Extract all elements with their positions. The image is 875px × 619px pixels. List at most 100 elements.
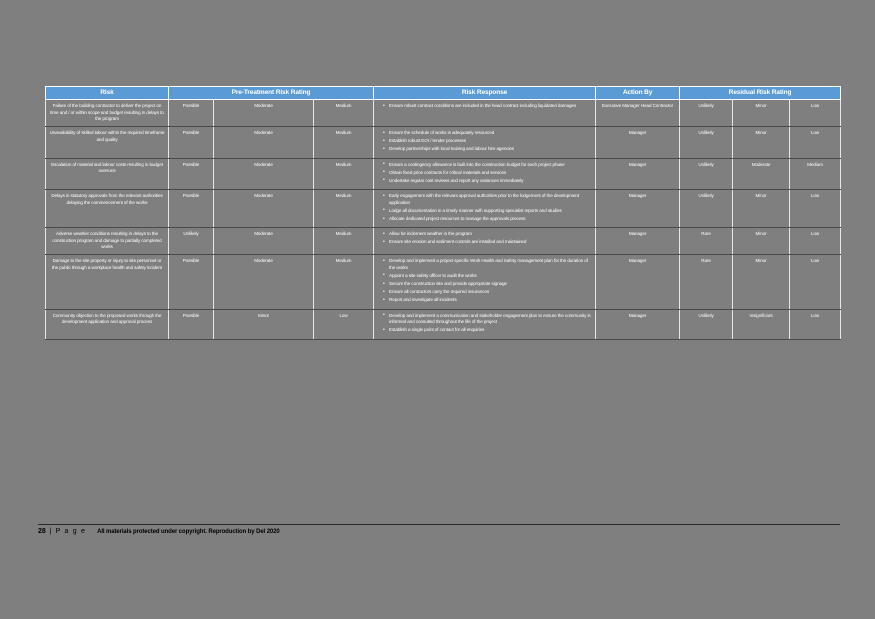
- risk-description-cell: Adverse weather conditions resulting in …: [45, 227, 169, 256]
- pre-rating-cell: Medium: [312, 189, 375, 229]
- pre-consequence-cell: Moderate: [213, 189, 314, 229]
- pre-likelihood-cell: Possible: [168, 308, 214, 340]
- page-footer: 28 | P a g e All materials protected und…: [38, 524, 840, 546]
- residual-likelihood-cell: Unlikely: [679, 308, 734, 340]
- footer-copyright-notice: All materials protected under copyright.…: [97, 529, 280, 535]
- risk-description-cell: Escalation of material and labour costs …: [45, 157, 169, 191]
- risk-response-list: Early engagement with the relevant appro…: [377, 193, 592, 223]
- pre-consequence-cell: Moderate: [213, 99, 314, 128]
- risk-response-item: Establish a single point of contact for …: [383, 327, 592, 334]
- table-row: Adverse weather conditions resulting in …: [45, 227, 842, 256]
- risk-response-cell: Ensure robust contract conditions are in…: [373, 99, 597, 128]
- risk-register-table-container: Risk Pre-Treatment Risk Rating Risk Resp…: [45, 85, 842, 340]
- footer-content: 28 | P a g e All materials protected und…: [38, 528, 280, 535]
- pre-likelihood-cell: Possible: [168, 99, 214, 128]
- risk-response-item: Establish robust EOI / tender processes: [383, 138, 592, 145]
- pre-likelihood-cell: Possible: [168, 157, 214, 191]
- residual-rating-cell: Medium: [789, 157, 842, 191]
- risk-response-list: Develop and implement a project specific…: [377, 258, 592, 304]
- table-row: Unavailability of skilled labour within …: [45, 126, 842, 159]
- risk-register-table: Risk Pre-Treatment Risk Rating Risk Resp…: [45, 85, 842, 340]
- pre-likelihood-cell: Possible: [168, 126, 214, 159]
- risk-response-list: Ensure robust contract conditions are in…: [377, 103, 592, 110]
- column-header-risk: Risk: [45, 85, 169, 101]
- pre-rating-cell: Medium: [312, 99, 375, 128]
- risk-response-cell: Develop and implement a communication an…: [373, 308, 597, 340]
- footer-divider: [38, 524, 840, 525]
- risk-response-item: Ensure robust contract conditions are in…: [383, 103, 592, 110]
- residual-rating-cell: Low: [789, 126, 842, 159]
- risk-response-item: Ensure all contractors carry the require…: [383, 289, 592, 296]
- risk-response-list: Develop and implement a communication an…: [377, 312, 592, 334]
- residual-likelihood-cell: Unlikely: [679, 99, 734, 128]
- residual-consequence-cell: Minor: [732, 254, 791, 310]
- pre-consequence-cell: Moderate: [213, 254, 314, 310]
- pre-likelihood-cell: Unlikely: [168, 227, 214, 256]
- risk-response-item: Develop and implement a communication an…: [383, 312, 592, 326]
- residual-consequence-cell: Minor: [732, 99, 791, 128]
- table-row: Damage to the site property or injury to…: [45, 254, 842, 310]
- risk-response-item: Allow for inclement weather in the progr…: [383, 231, 592, 238]
- risk-response-item: Report and investigate all incidents: [383, 297, 592, 304]
- risk-response-item: Develop partnerships with local training…: [383, 146, 592, 153]
- risk-description-cell: Unavailability of skilled labour within …: [45, 126, 169, 159]
- risk-response-cell: Ensure the schedule of works is adequate…: [373, 126, 597, 159]
- pre-rating-cell: Medium: [312, 254, 375, 310]
- residual-likelihood-cell: Rare: [679, 227, 734, 256]
- action-by-cell: Manager: [595, 308, 681, 340]
- risk-response-item: Secure the construction site and provide…: [383, 281, 592, 288]
- pre-rating-cell: Medium: [312, 157, 375, 191]
- risk-response-item: Appoint a site safety officer to audit t…: [383, 272, 592, 280]
- risk-response-item: Undertake regular cost reviews and repor…: [383, 177, 592, 185]
- risk-response-item: Ensure site erosion and sediment control…: [383, 239, 592, 246]
- risk-response-item: Ensure a contingency allowance is built …: [383, 161, 592, 169]
- action-by-cell: Executive Manager Head Contractor: [595, 99, 681, 128]
- action-by-cell: Manager: [595, 157, 681, 191]
- table-row: Escalation of material and labour costs …: [45, 157, 842, 191]
- residual-rating-cell: Low: [789, 99, 842, 128]
- pre-likelihood-cell: Possible: [168, 254, 214, 310]
- risk-response-list: Ensure a contingency allowance is built …: [377, 161, 592, 185]
- column-header-residual-risk-rating: Residual Risk Rating: [679, 85, 842, 101]
- column-header-action-by: Action By: [595, 85, 681, 101]
- residual-consequence-cell: Minor: [732, 227, 791, 256]
- column-header-risk-response: Risk Response: [373, 85, 597, 101]
- residual-consequence-cell: Moderate: [732, 157, 791, 191]
- pre-likelihood-cell: Possible: [168, 189, 214, 229]
- residual-likelihood-cell: Rare: [679, 254, 734, 310]
- risk-response-item: Lodge all documentation in a timely mann…: [383, 207, 592, 215]
- footer-page-label: P a g e: [55, 528, 87, 535]
- table-row: Delays in statutory approvals from the r…: [45, 189, 842, 229]
- residual-consequence-cell: Insignificant: [732, 308, 791, 340]
- action-by-cell: Manager: [595, 189, 681, 229]
- risk-response-item: Develop and implement a project specific…: [383, 258, 592, 271]
- risk-response-cell: Develop and implement a project specific…: [373, 254, 597, 310]
- pre-consequence-cell: Moderate: [213, 157, 314, 191]
- residual-likelihood-cell: Unlikely: [679, 189, 734, 229]
- table-header: Risk Pre-Treatment Risk Rating Risk Resp…: [45, 85, 842, 101]
- risk-response-item: Early engagement with the relevant appro…: [383, 193, 592, 206]
- table-row: Failure of the building contractor to de…: [45, 99, 842, 128]
- column-header-pre-treatment-risk-rating: Pre-Treatment Risk Rating: [167, 85, 375, 101]
- footer-page-number: 28: [38, 528, 46, 535]
- table-header-row: Risk Pre-Treatment Risk Rating Risk Resp…: [45, 85, 842, 101]
- risk-description-cell: Damage to the site property or injury to…: [45, 254, 169, 310]
- residual-likelihood-cell: Unlikely: [679, 157, 734, 191]
- footer-separator: |: [49, 528, 52, 535]
- table-row: Community objection to the proposed work…: [45, 308, 842, 340]
- pre-rating-cell: Medium: [312, 126, 375, 159]
- residual-consequence-cell: Minor: [732, 126, 791, 159]
- table-body: Failure of the building contractor to de…: [45, 99, 842, 340]
- risk-response-item: Obtain fixed price contracts for critica…: [383, 169, 592, 177]
- risk-response-item: Ensure the schedule of works is adequate…: [383, 130, 592, 137]
- pre-consequence-cell: Minor: [213, 308, 314, 340]
- risk-response-cell: Allow for inclement weather in the progr…: [373, 227, 597, 256]
- risk-response-list: Allow for inclement weather in the progr…: [377, 231, 592, 246]
- risk-response-cell: Ensure a contingency allowance is built …: [373, 157, 597, 191]
- risk-response-cell: Early engagement with the relevant appro…: [373, 189, 597, 229]
- residual-rating-cell: Low: [789, 189, 842, 229]
- pre-consequence-cell: Moderate: [213, 227, 314, 256]
- residual-rating-cell: Low: [789, 254, 842, 310]
- action-by-cell: Manager: [595, 227, 681, 256]
